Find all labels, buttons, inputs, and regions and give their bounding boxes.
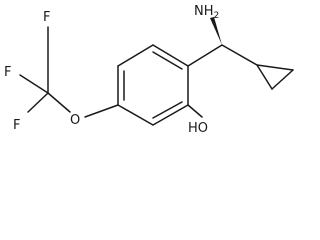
hydroxyl-label: HO xyxy=(188,121,208,136)
fluorine-bottom-label: F xyxy=(13,118,20,133)
cyclopropyl-bond-1 xyxy=(256,64,294,71)
amine-label: NH2 xyxy=(194,4,219,21)
cyclopropyl-bond-3 xyxy=(256,64,273,90)
bond-chiral-to-cyclopropyl xyxy=(221,44,258,66)
ring-double-bond-c1-c6 xyxy=(152,51,183,70)
wedge-bond-to-amine xyxy=(210,17,222,45)
ring-bond-c6-c1 xyxy=(152,44,189,67)
structure-canvas: NH2 HO O F F F xyxy=(4,4,294,136)
bond-cf3-to-fluorine-bottom xyxy=(27,92,49,113)
ring-bond-c5-c6 xyxy=(117,44,154,67)
bond-ring-to-hydroxyl xyxy=(187,104,203,118)
bond-cf3-to-fluorine-left xyxy=(19,74,49,94)
benzene-ring xyxy=(117,44,189,126)
fluorine-left-label: F xyxy=(4,65,11,80)
amine-subscript: 2 xyxy=(214,11,220,21)
bond-ring-to-chiral-carbon xyxy=(187,44,223,67)
cyclopropyl-bond-2 xyxy=(271,69,294,90)
ring-double-bond-c2-c3 xyxy=(152,101,183,119)
bond-ether-oxygen-to-cf3 xyxy=(47,92,71,113)
fluorine-top-label: F xyxy=(43,10,50,25)
ring-bond-c3-c4 xyxy=(117,104,154,126)
amine-symbol: NH xyxy=(194,4,214,19)
ring-bond-c2-c3 xyxy=(152,104,189,126)
ether-oxygen-label: O xyxy=(70,113,80,128)
chemical-structure: NH2 HO O F F F xyxy=(4,4,294,136)
bond-ring-to-ether-oxygen xyxy=(84,104,119,118)
cyclopropyl-ring xyxy=(256,64,294,90)
